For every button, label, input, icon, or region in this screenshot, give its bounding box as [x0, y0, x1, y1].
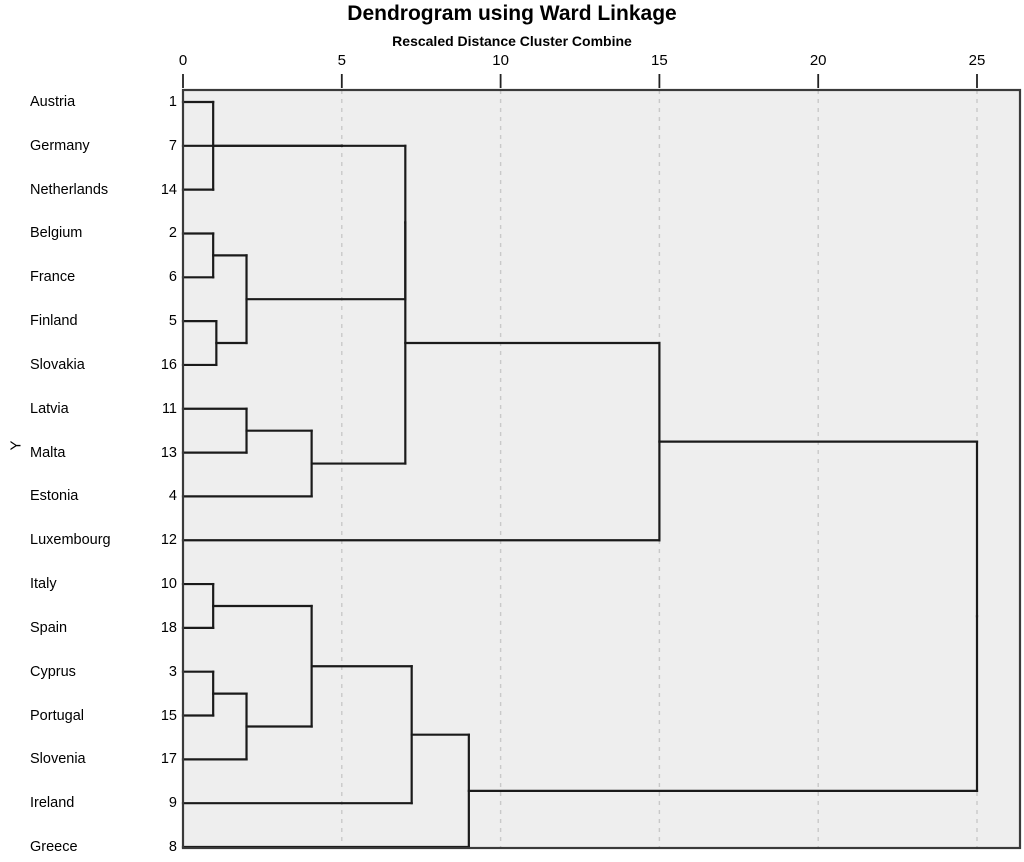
leaf-case-number: 6: [168, 269, 177, 286]
x-axis-tick-label: 10: [492, 52, 509, 69]
leaf-label: Netherlands: [30, 181, 109, 198]
leaf-label: France: [30, 269, 76, 286]
x-axis-tick-label: 15: [651, 52, 668, 69]
leaf-case-number: 4: [168, 488, 177, 505]
leaf-case-number: 18: [160, 619, 177, 636]
leaf-case-number: 5: [168, 313, 177, 330]
plot-background: [183, 90, 1020, 848]
leaf-label: Estonia: [30, 488, 79, 505]
x-axis-tick-label: 0: [178, 52, 188, 69]
plot-frame: [181, 88, 1022, 850]
leaf-label: Slovenia: [30, 751, 86, 768]
leaf-label: Belgium: [30, 225, 83, 242]
leaf-label: Slovakia: [30, 356, 85, 373]
leaf-case-number: 14: [160, 181, 177, 198]
leaf-label: Austria: [30, 94, 76, 110]
leaf-label: Portugal: [30, 707, 85, 724]
leaf-label: Malta: [30, 444, 66, 461]
chart-subtitle: Rescaled Distance Cluster Combine: [392, 33, 632, 49]
leaf-case-number: 10: [160, 576, 177, 593]
chart-title: Dendrogram using Ward Linkage: [347, 2, 677, 25]
leaf-case-number: 11: [161, 400, 177, 417]
leaf-case-number: 12: [160, 532, 177, 549]
leaf-case-number: 16: [160, 356, 177, 373]
leaf-case-number: 8: [168, 839, 177, 855]
x-axis-tick-label: 25: [968, 52, 986, 69]
leaf-label: Cyprus: [30, 663, 76, 680]
leaf-case-number: 17: [160, 751, 177, 768]
leaf-case-number: 3: [168, 663, 177, 680]
leaf-case-number: 15: [160, 707, 177, 724]
x-axis-tick-label: 20: [809, 52, 827, 69]
leaf-label: Spain: [30, 619, 68, 636]
leaf-case-number: 9: [168, 795, 177, 812]
leaf-label: Luxembourg: [30, 532, 111, 549]
leaf-label: Greece: [30, 839, 78, 855]
leaf-label: Ireland: [30, 795, 75, 812]
leaf-case-number: 2: [168, 225, 177, 242]
leaf-label: Italy: [30, 576, 57, 593]
leaf-case-number: 13: [160, 444, 177, 461]
x-axis-tick-label: 5: [337, 52, 346, 69]
leaf-label: Finland: [30, 313, 78, 330]
leaf-case-number: 7: [168, 137, 177, 154]
leaf-case-number: 1: [168, 94, 177, 110]
leaf-label: Germany: [30, 137, 90, 154]
leaf-label: Latvia: [30, 400, 69, 417]
